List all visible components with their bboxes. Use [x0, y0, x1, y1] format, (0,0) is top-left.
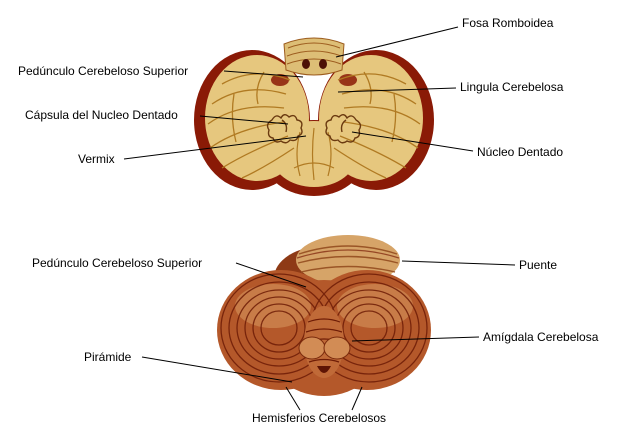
label-hemisferios-cerebelosos: Hemisferios Cerebelosos [252, 411, 387, 425]
label-puente: Puente [519, 258, 558, 272]
label-pedunculo-cerebeloso-superior-top: Pedúnculo Cerebeloso Superior [18, 64, 189, 78]
label-pedunculo-cerebeloso-superior-bottom: Pedúnculo Cerebeloso Superior [32, 256, 203, 270]
cerebellum-cross-section-illustration [194, 37, 434, 196]
label-fosa-romboidea: Fosa Romboidea [462, 16, 554, 30]
cerebellum-external-view-illustration [217, 235, 431, 396]
label-nucleo-dentado: Núcleo Dentado [477, 145, 564, 159]
label-piramide: Pirámide [84, 350, 132, 364]
label-lingula-cerebelosa: Lingula Cerebelosa [460, 80, 564, 94]
label-capsula-nucleo-dentado: Cápsula del Nucleo Dentado [25, 108, 178, 122]
label-amigdala-cerebelosa: Amígdala Cerebelosa [483, 330, 599, 344]
label-vermix: Vermix [78, 152, 115, 166]
